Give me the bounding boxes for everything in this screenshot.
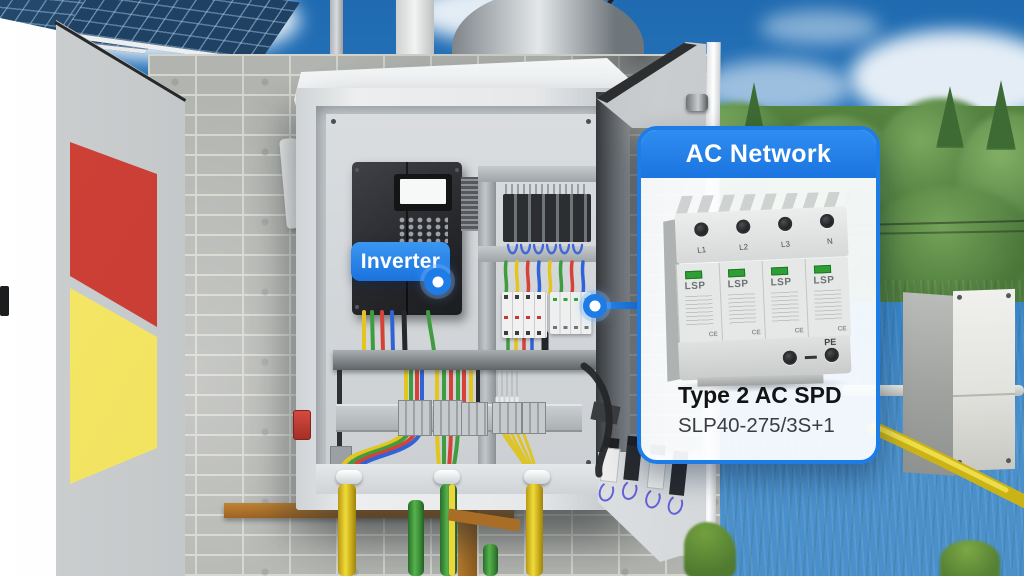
door-hinge-knob[interactable] xyxy=(686,94,708,111)
spd-product-image: L1 L2 L3 N LSP CE LSP CE xyxy=(660,186,855,395)
roof-pipe xyxy=(330,0,343,62)
terminal-block xyxy=(492,402,522,434)
conduit-yellow xyxy=(526,484,543,576)
status-indicator xyxy=(727,268,746,278)
storage-tank xyxy=(452,0,644,60)
spd-module-row: LSP CE LSP CE LSP CE xyxy=(675,257,851,343)
ribbon-cable xyxy=(461,177,483,231)
rod-foot xyxy=(330,446,352,465)
mounting-bar-mid xyxy=(478,246,596,262)
inverter-tag-label: Inverter xyxy=(360,249,441,273)
conduit-green-yellow xyxy=(440,484,457,576)
status-indicator xyxy=(770,266,789,276)
conduit-green xyxy=(483,544,498,576)
inverter-hotspot-dot[interactable] xyxy=(424,268,451,295)
brand-logo: LSP xyxy=(684,280,706,293)
mounting-bar-top xyxy=(478,166,596,182)
spd-pe-block: PE xyxy=(678,335,852,381)
module-fineprint xyxy=(728,293,757,325)
ce-mark: CE xyxy=(794,327,804,335)
enclosure-sill xyxy=(316,464,606,494)
terminal-label-l1: L1 xyxy=(696,245,707,255)
terminal-label-l2: L2 xyxy=(738,242,749,253)
module-fineprint xyxy=(813,289,843,321)
terminal-label-l3: L3 xyxy=(780,239,791,250)
product-model: SLP40-275/3S+1 xyxy=(678,414,835,437)
status-indicator xyxy=(684,270,703,280)
terminal-label-n: N xyxy=(826,236,834,247)
product-name: Type 2 AC SPD xyxy=(678,382,842,408)
cable-gland xyxy=(524,470,550,484)
ce-mark: CE xyxy=(708,330,718,339)
terminal-block xyxy=(522,402,546,434)
inverter-keypad[interactable] xyxy=(399,217,448,244)
spd-terminal-block: L1 L2 L3 N xyxy=(674,206,849,264)
terminal-block xyxy=(461,402,488,436)
ce-mark: CE xyxy=(837,325,847,333)
callout-card: AC Network L1 L2 L3 N LSP xyxy=(637,126,880,464)
utility-pedestal xyxy=(903,288,1015,478)
spd-hotspot-dot[interactable] xyxy=(583,294,607,318)
terminal-block xyxy=(398,400,432,436)
conduit-yellow xyxy=(338,484,356,576)
callout-title: AC Network xyxy=(685,139,832,168)
module-fineprint xyxy=(770,291,800,323)
din-terminal-row xyxy=(503,194,591,242)
module-fineprint xyxy=(685,295,714,327)
inverter-unit xyxy=(352,162,462,315)
emergency-button[interactable] xyxy=(293,410,311,440)
left-door-handle xyxy=(0,286,9,316)
brand-logo: LSP xyxy=(770,276,792,289)
din-terminal-pins xyxy=(505,184,589,195)
spd-module: LSP CE xyxy=(718,260,766,341)
callout-connector-line xyxy=(594,302,641,309)
spd-module: LSP CE xyxy=(675,262,723,343)
callout-header: AC Network xyxy=(641,130,876,178)
conduit-green xyxy=(408,500,424,576)
ce-mark: CE xyxy=(751,329,761,337)
brand-logo: LSP xyxy=(727,278,749,291)
terminal-block xyxy=(433,400,463,436)
terminal-label-pe: PE xyxy=(823,336,837,348)
cable-gland xyxy=(434,470,460,484)
inverter-screen xyxy=(400,179,446,204)
grass-tuft xyxy=(684,522,736,576)
status-indicator xyxy=(813,264,832,274)
circuit-breaker xyxy=(502,292,547,338)
mounting-channel xyxy=(478,166,496,480)
spd-module: LSP CE xyxy=(804,257,851,337)
cloud xyxy=(760,10,880,45)
cable-gland xyxy=(336,470,362,484)
grass-tuft xyxy=(940,540,1000,576)
bus-bar xyxy=(333,350,596,370)
spd-module: LSP CE xyxy=(761,259,808,339)
brand-logo: LSP xyxy=(813,274,835,287)
